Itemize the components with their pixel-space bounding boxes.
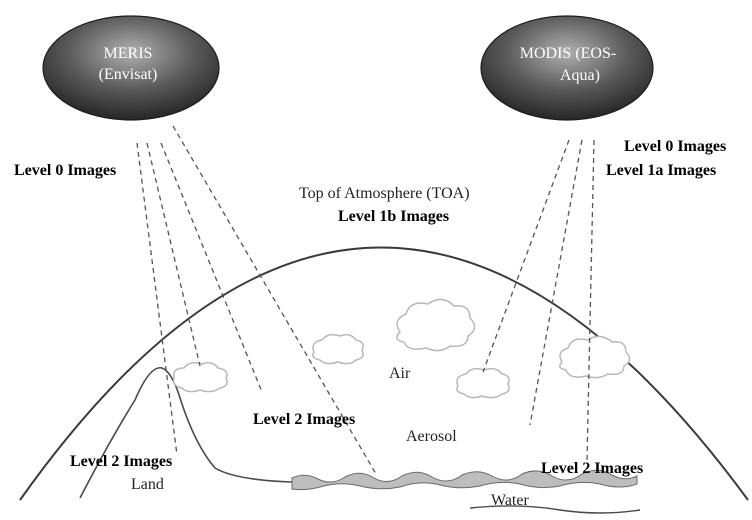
cloud-icon (396, 298, 476, 352)
land-label: Land (131, 476, 164, 493)
land-mountain-outline (79, 367, 293, 499)
modis-satellite: MODIS (EOS- Aqua) (480, 15, 654, 121)
level2-center-label: Level 2 Images (253, 411, 355, 428)
modis-platform: Aqua) (560, 67, 600, 84)
meris-platform: (Envisat) (99, 66, 158, 83)
atmosphere-arc (19, 246, 749, 501)
level2-right-label: Level 2 Images (541, 460, 643, 477)
toa-label: Top of Atmosphere (TOA) (299, 185, 470, 202)
modis-name: MODIS (EOS- (520, 45, 616, 62)
water-lower-line (469, 505, 641, 514)
modis-view-lines (482, 139, 595, 461)
cloud-icon (559, 335, 631, 379)
level0-right-label: Level 0 Images (624, 138, 726, 155)
water-label: Water (491, 492, 529, 509)
cloud-icon (172, 361, 228, 393)
air-label: Air (389, 365, 411, 382)
cloud-icon (456, 367, 510, 399)
level0-left-label: Level 0 Images (14, 162, 116, 179)
meris-name: MERIS (104, 45, 153, 62)
level1b-label: Level 1b Images (338, 208, 449, 225)
meris-satellite: MERIS (Envisat) (42, 15, 220, 121)
aerosol-label: Aerosol (406, 428, 457, 445)
meris-view-lines (136, 125, 377, 475)
cloud-icon (312, 333, 364, 365)
level2-left-label: Level 2 Images (70, 453, 172, 470)
level1a-right-label: Level 1a Images (606, 162, 716, 179)
water-surface (291, 469, 638, 491)
